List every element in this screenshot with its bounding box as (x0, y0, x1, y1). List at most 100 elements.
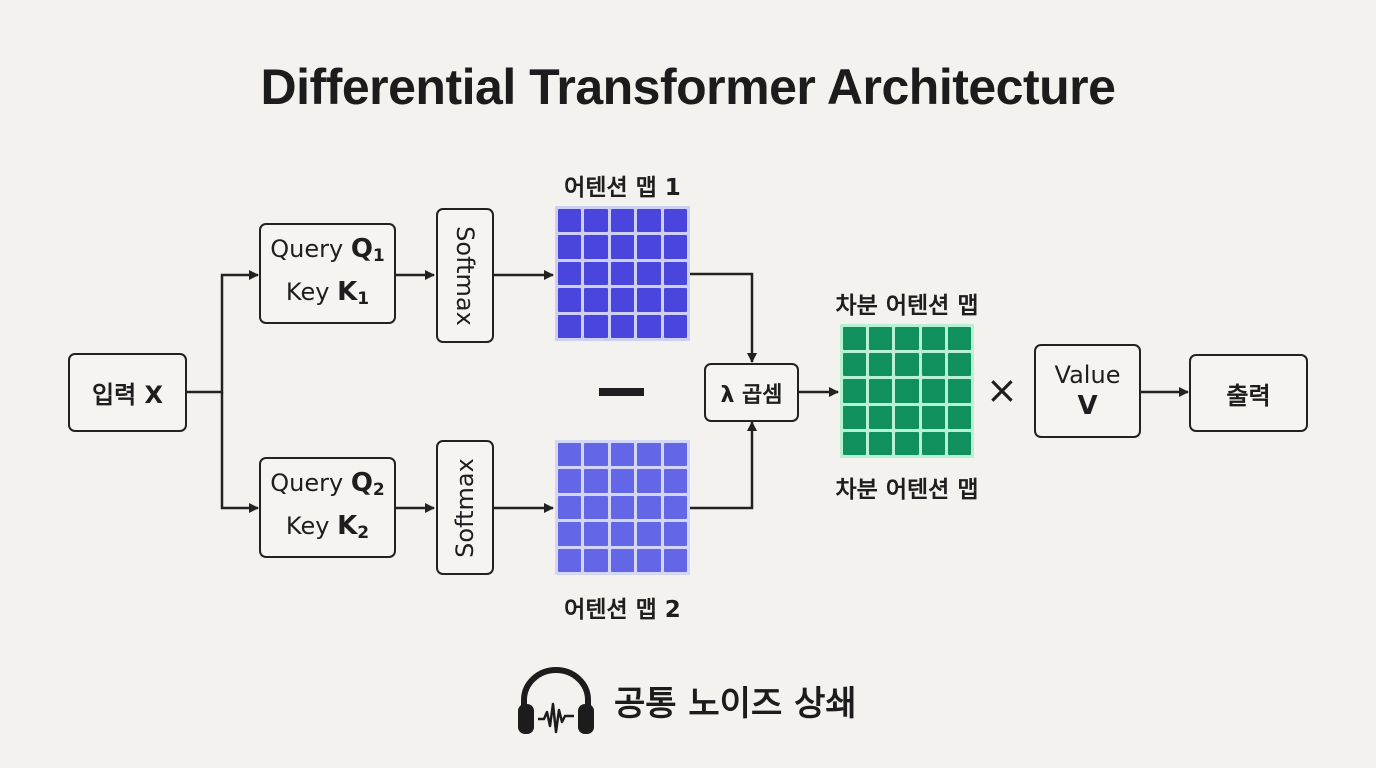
diff-map-top-label: 차분 어텐션 맵 (835, 293, 979, 319)
grid-cell (637, 209, 661, 233)
grid-cell (584, 548, 608, 572)
query-1-line: Query Q1 (270, 233, 385, 266)
grid-cell (895, 379, 919, 403)
grid-cell (663, 469, 687, 493)
grid-cell (895, 431, 919, 455)
grid-cell (663, 288, 687, 312)
grid-cell (558, 495, 582, 520)
grid-cell (584, 495, 608, 520)
grid-cell (558, 443, 582, 467)
grid-cell (895, 353, 919, 377)
grid-cell (558, 209, 582, 233)
grid-cell (869, 405, 893, 429)
grid-cell (610, 548, 635, 572)
grid-cell (584, 314, 608, 338)
attention-map-1-grid (555, 206, 690, 341)
grid-cell (921, 431, 945, 455)
grid-cell (947, 327, 971, 351)
grid-cell (584, 443, 608, 467)
query-key-box-1: Query Q1 Key K1 (259, 223, 396, 324)
grid-cell (558, 288, 582, 312)
grid-cell (584, 209, 608, 233)
grid-cell (610, 469, 635, 493)
grid-cell (637, 495, 661, 520)
grid-cell (558, 548, 582, 572)
grid-cell (584, 235, 608, 259)
attention-map-2-grid (555, 440, 690, 575)
grid-cell (558, 522, 582, 546)
grid-cell (663, 522, 687, 546)
grid-cell (610, 314, 635, 338)
multiply-operator: × (986, 368, 1018, 412)
softmax-box-2: Softmax (436, 440, 494, 575)
grid-cell (921, 405, 945, 429)
grid-cell (895, 327, 919, 351)
grid-cell (584, 261, 608, 286)
grid-cell (895, 405, 919, 429)
query-2-symbol: Q2 (350, 467, 385, 500)
grid-cell (637, 235, 661, 259)
grid-cell (637, 314, 661, 338)
grid-cell (584, 522, 608, 546)
softmax-1-label: Softmax (451, 225, 479, 326)
grid-cell (558, 314, 582, 338)
key-1-line: Key K1 (285, 276, 370, 309)
softmax-box-1: Softmax (436, 208, 494, 343)
grid-cell (637, 443, 661, 467)
differential-attention-map-grid (840, 324, 974, 458)
grid-cell (584, 288, 608, 312)
grid-cell (947, 379, 971, 403)
grid-cell (637, 522, 661, 546)
footer-caption: 공통 노이즈 상쇄 (516, 664, 857, 736)
headphones-waveform-icon (518, 667, 594, 734)
grid-cell (558, 469, 582, 493)
grid-cell (663, 548, 687, 572)
grid-cell (637, 288, 661, 312)
grid-cell (663, 261, 687, 286)
grid-cell (843, 431, 867, 455)
grid-cell (610, 261, 635, 286)
grid-cell (637, 469, 661, 493)
grid-cell (843, 405, 867, 429)
grid-cell (558, 261, 582, 286)
grid-cell (921, 353, 945, 377)
value-box: Value V (1034, 344, 1141, 438)
grid-cell (610, 495, 635, 520)
grid-cell (869, 379, 893, 403)
key-1-symbol: K1 (337, 276, 370, 309)
diff-map-bottom-label: 차분 어텐션 맵 (835, 477, 979, 503)
softmax-2-label: Softmax (451, 457, 479, 558)
grid-cell (637, 548, 661, 572)
grid-cell (663, 209, 687, 233)
query-1-symbol: Q1 (350, 233, 385, 266)
grid-cell (610, 209, 635, 233)
grid-cell (843, 327, 867, 351)
lambda-multiply-box: λ 곱셈 (704, 363, 799, 422)
attention-map-1-label: 어텐션 맵 1 (564, 175, 681, 201)
footer-text: 공통 노이즈 상쇄 (614, 683, 857, 724)
grid-cell (869, 431, 893, 455)
grid-cell (921, 379, 945, 403)
grid-cell (610, 235, 635, 259)
query-2-line: Query Q2 (270, 467, 385, 500)
grid-cell (558, 235, 582, 259)
grid-cell (663, 495, 687, 520)
grid-cell (843, 379, 867, 403)
attention-map-2-label: 어텐션 맵 2 (564, 597, 681, 623)
grid-cell (947, 405, 971, 429)
input-label: 입력 X (91, 381, 164, 409)
lambda-multiply-label: λ 곱셈 (720, 382, 783, 408)
grid-cell (869, 353, 893, 377)
grid-cell (610, 443, 635, 467)
grid-cell (584, 469, 608, 493)
input-box: 입력 X (68, 353, 187, 432)
grid-cell (610, 522, 635, 546)
grid-cell (947, 353, 971, 377)
grid-cell (610, 288, 635, 312)
value-label: Value (1054, 361, 1121, 389)
key-2-line: Key K2 (285, 510, 370, 543)
output-label: 출력 (1226, 381, 1271, 410)
value-symbol: V (1077, 391, 1098, 421)
minus-operator (599, 388, 644, 396)
grid-cell (921, 327, 945, 351)
